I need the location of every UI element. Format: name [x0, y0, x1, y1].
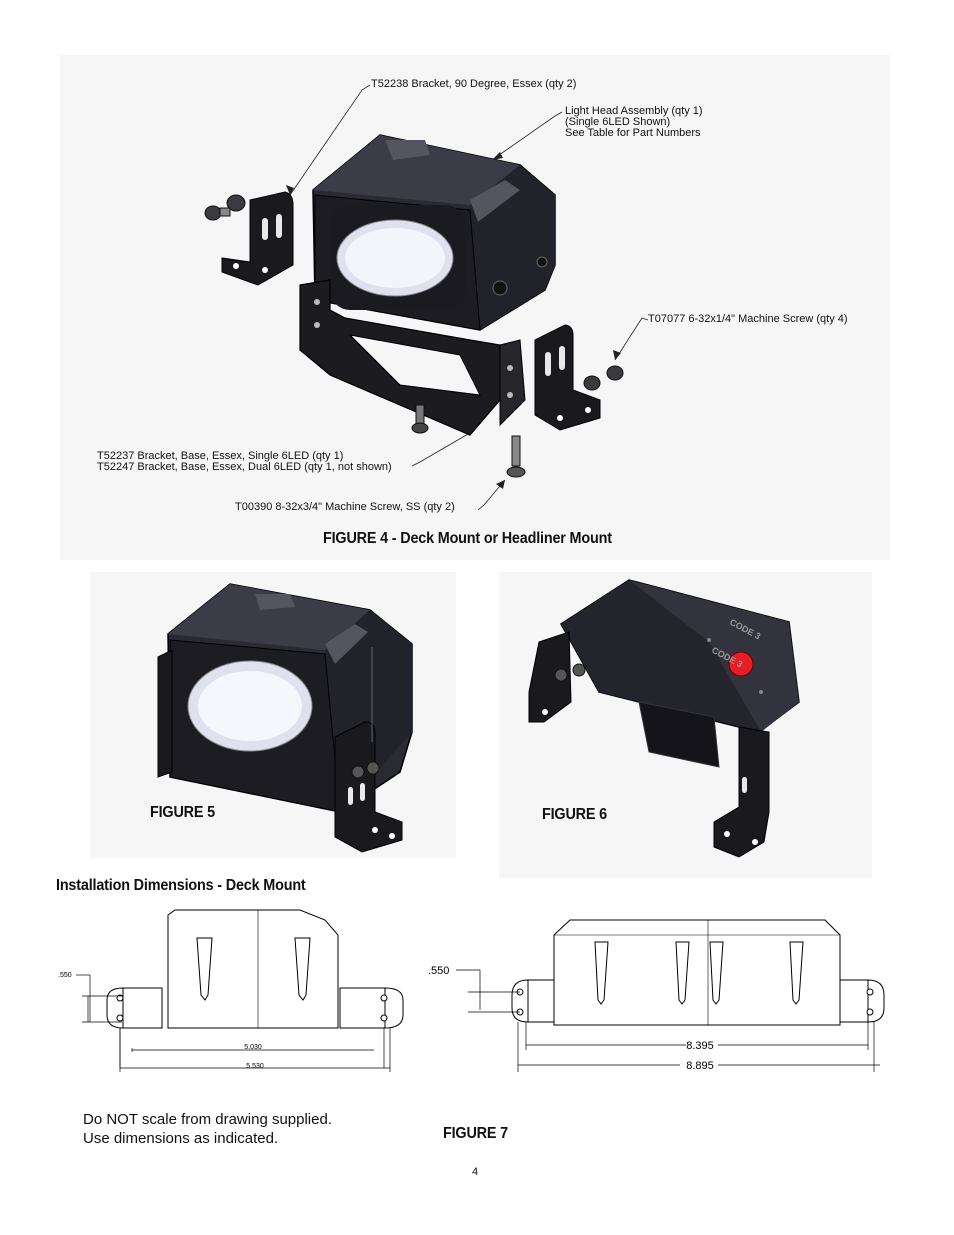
light-head	[312, 134, 556, 331]
dual-height-dim: .550	[428, 965, 449, 977]
single-outer-width-dim: 5.530	[246, 1063, 264, 1070]
figure-7-dual-drawing: .550 8.395 8.895	[428, 919, 885, 1072]
base-bracket	[299, 279, 526, 436]
right-bracket	[534, 324, 601, 431]
figure-6-caption: FIGURE 6	[542, 806, 607, 823]
callout-screw-6-32: T07077 6-32x1/4" Machine Screw (qty 4)	[648, 313, 848, 325]
figure-6-illustration: CODE 3 CODE 3	[528, 579, 800, 858]
figure-7-caption: FIGURE 7	[443, 1125, 508, 1142]
single-inner-width-dim: 5.030	[244, 1044, 262, 1051]
note-line-1: Do NOT scale from drawing supplied.	[83, 1111, 332, 1128]
figure-5-illustration	[157, 583, 413, 853]
note-line-2: Use dimensions as indicated.	[83, 1130, 279, 1147]
callout-screw-8-32: T00390 8-32x3/4" Machine Screw, SS (qty …	[235, 501, 455, 513]
left-screws	[204, 194, 246, 221]
right-screws	[583, 365, 624, 391]
single-height-dim: .550	[58, 972, 72, 979]
figure-4-caption: FIGURE 4 - Deck Mount or Headliner Mount	[323, 530, 612, 547]
installation-dimensions-heading: Installation Dimensions - Deck Mount	[56, 877, 306, 894]
callout-light-head-3: See Table for Part Numbers	[565, 127, 701, 139]
dual-inner-width-dim: 8.395	[686, 1040, 714, 1052]
bottom-screws	[411, 404, 526, 478]
figure-4-illustration	[204, 84, 649, 511]
callout-light-head-2: (Single 6LED Shown)	[565, 116, 671, 128]
figure-7-single-drawing: .550 5.030 5.530	[58, 909, 404, 1072]
callout-base-single: T52237 Bracket, Base, Essex, Single 6LED…	[97, 450, 344, 462]
callout-light-head-1: Light Head Assembly (qty 1)	[565, 105, 703, 117]
callout-bracket-90: T52238 Bracket, 90 Degree, Essex (qty 2)	[371, 78, 577, 90]
dual-outer-width-dim: 8.895	[686, 1060, 714, 1072]
figure-5-caption: FIGURE 5	[150, 804, 215, 821]
callout-base-dual: T52247 Bracket, Base, Essex, Dual 6LED (…	[97, 461, 392, 473]
left-bracket	[221, 191, 294, 286]
page-number: 4	[472, 1166, 479, 1178]
